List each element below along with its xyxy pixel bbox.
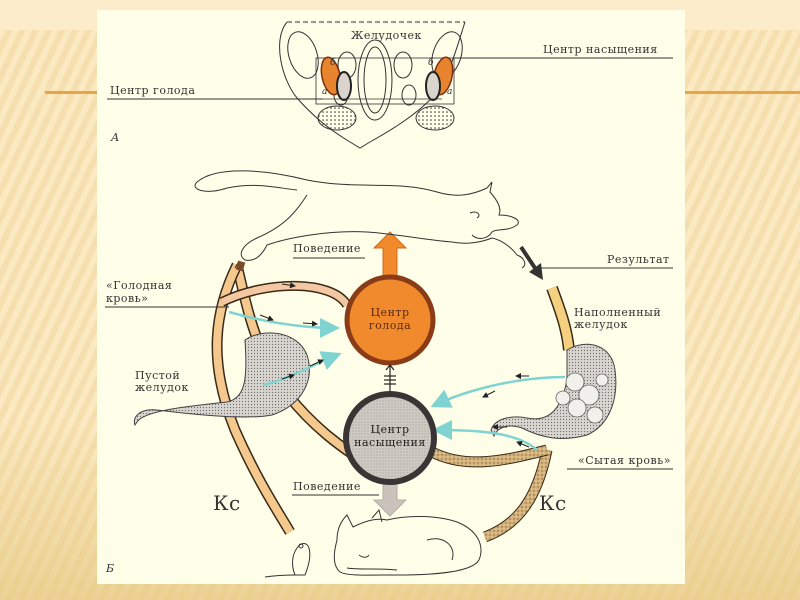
label-ks-left: Кс <box>213 491 241 515</box>
label-hungry-blood-1: «Голодная <box>106 279 173 292</box>
flow-arrows <box>259 282 530 448</box>
signal-hungry-blood-arrow <box>228 310 340 338</box>
label-hungry-blood-2: кровь» <box>106 292 149 305</box>
label-satiety-center-1: Центр <box>370 423 410 436</box>
ventricle-inner <box>363 46 387 114</box>
label-satiety-center-2: насыщения <box>354 436 426 449</box>
label-nucleus-b-right: б <box>428 58 434 68</box>
behavior-arrow-up <box>372 231 408 281</box>
result-arrow-head <box>529 263 543 280</box>
diagram-drawing <box>105 21 673 578</box>
mouse-drawing <box>264 543 311 578</box>
ventromedial-nucleus-left <box>336 71 352 101</box>
left-lobe <box>287 31 319 79</box>
decorative-line-right <box>685 91 800 94</box>
panel-label-b: Б <box>106 562 115 575</box>
signal-full-stomach-arrow <box>430 375 566 408</box>
label-hunger-center-1: Центр <box>370 306 410 319</box>
dotted-body-left <box>317 105 357 131</box>
hunger-center-circle <box>344 274 436 366</box>
nucleus-oval-2 <box>393 51 413 79</box>
result-arrow-shaft <box>519 245 537 270</box>
label-fed-blood: «Сытая кровь» <box>578 454 671 467</box>
vessel-left <box>213 263 294 535</box>
ventromedial-nucleus-right <box>425 71 441 101</box>
label-behavior-bottom: Поведение <box>293 480 361 493</box>
leaping-cat-drawing <box>194 170 526 269</box>
dotted-body-right <box>415 105 455 131</box>
label-nucleus-b-left: б <box>330 58 336 68</box>
label-behavior-top: Поведение <box>293 242 361 255</box>
label-ventricle: Желудочек <box>351 29 422 42</box>
label-full-stomach-2: желудок <box>574 318 628 331</box>
inhibition-link <box>384 364 396 392</box>
decorative-line-left <box>45 91 100 94</box>
sleeping-cat-drawing <box>333 508 482 576</box>
section-frame <box>315 57 455 105</box>
hunger-satiety-diagram: Желудочек Центр насыщения Центр голода А… <box>97 10 685 584</box>
esophagus-right <box>547 286 574 351</box>
empty-stomach <box>133 332 310 427</box>
vessel-right-lower <box>483 449 552 542</box>
satiety-center-circle <box>343 391 437 485</box>
label-ks-right: Кс <box>539 491 567 515</box>
label-empty-stomach-1: Пустой <box>135 369 181 382</box>
ventricle-outer <box>357 39 393 121</box>
vessel-fed-blood <box>429 445 549 467</box>
label-nucleus-a-right: а <box>447 87 453 97</box>
label-hunger-center-a: Центр голода <box>110 84 196 97</box>
label-nucleus-a-left: а <box>322 87 328 97</box>
signal-fed-blood-arrow <box>432 420 538 451</box>
label-satiety-center-a: Центр насыщения <box>543 43 658 56</box>
label-empty-stomach-2: желудок <box>135 381 189 394</box>
full-stomach <box>490 343 617 440</box>
signal-empty-stomach-arrow <box>262 351 342 387</box>
label-hunger-center-2: голода <box>368 319 412 332</box>
nucleus-oval-4 <box>401 84 417 106</box>
label-full-stomach-1: Наполненный <box>574 306 662 319</box>
panel-label-a: А <box>111 131 120 144</box>
label-result: Результат <box>607 253 670 266</box>
stomach-contents <box>555 372 609 424</box>
